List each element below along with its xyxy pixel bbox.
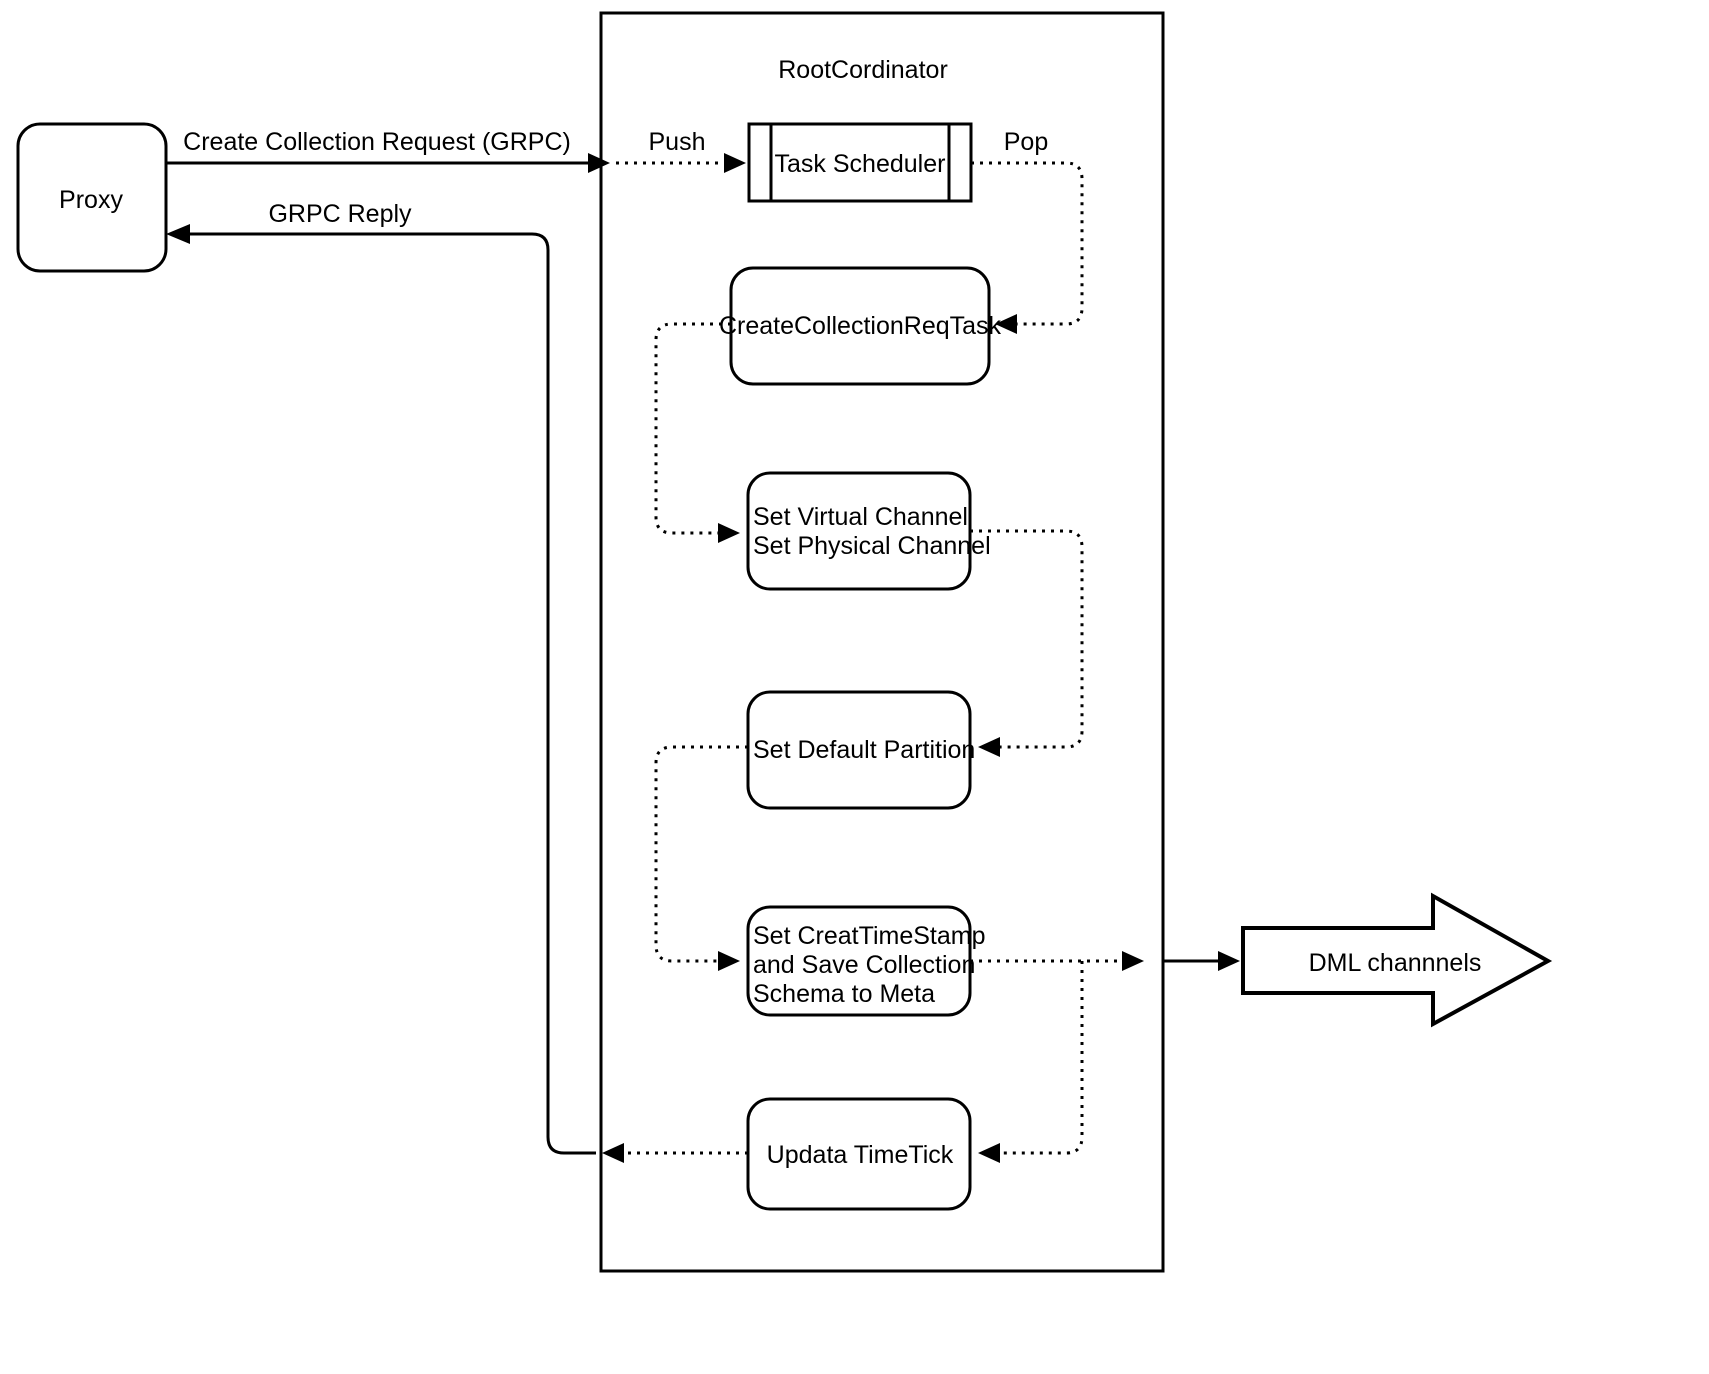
create-collection-req-task-label: CreateCollectionReqTask [719,312,1002,340]
pop-arrowhead [995,314,1017,334]
grpc-reply-label: GRPC Reply [268,200,412,228]
set-channel-label-line1: Set Virtual Channel [753,503,968,531]
rootcordinator-container [599,11,1165,1273]
to-timetick-arrowhead [978,1143,1000,1163]
set-channel-label-line2: Set Physical Channel [753,532,991,560]
pop-label: Pop [1004,128,1048,156]
to-dml-arrowhead [1218,951,1240,971]
timetick-out-arrowhead [602,1143,624,1163]
dml-channels-node[interactable] [1241,892,1553,1028]
task-scheduler-label: Task Scheduler [775,150,946,178]
proxy-node[interactable] [16,122,168,273]
dml-channels-label: DML channnels [1309,949,1482,977]
to-set-channel-arrowhead [718,523,740,543]
set-timestamp-label-line3: Schema to Meta [753,980,935,1008]
to-dml-inner-arrowhead [1122,951,1144,971]
create-collection-req-task-node[interactable] [729,266,991,386]
pop-edge [971,161,1084,326]
to-default-partition-arrowhead [978,737,1000,757]
rootcordinator-label: RootCordinator [778,56,948,84]
to-timestamp-arrowhead [718,951,740,971]
set-default-partition-node[interactable] [746,690,972,810]
grpc-reply-arrowhead [166,224,190,244]
update-timetick-label: Updata TimeTick [767,1141,954,1169]
set-timestamp-label-line2: and Save Collection [753,951,975,979]
proxy-label: Proxy [59,186,123,214]
to-set-channel-edge [654,322,731,535]
create-request-arrowhead [588,153,610,173]
task-scheduler-node[interactable] [747,122,973,203]
push-arrowhead [724,153,746,173]
to-timestamp-edge [654,745,748,963]
grpc-reply-edge [190,232,596,1155]
to-default-partition-edge [970,529,1084,749]
push-label: Push [649,128,706,156]
create-request-label: Create Collection Request (GRPC) [183,128,571,156]
set-default-partition-label: Set Default Partition [753,736,975,764]
set-timestamp-label-line1: Set CreatTimeStamp [753,922,985,950]
set-channel-node[interactable] [746,471,972,591]
